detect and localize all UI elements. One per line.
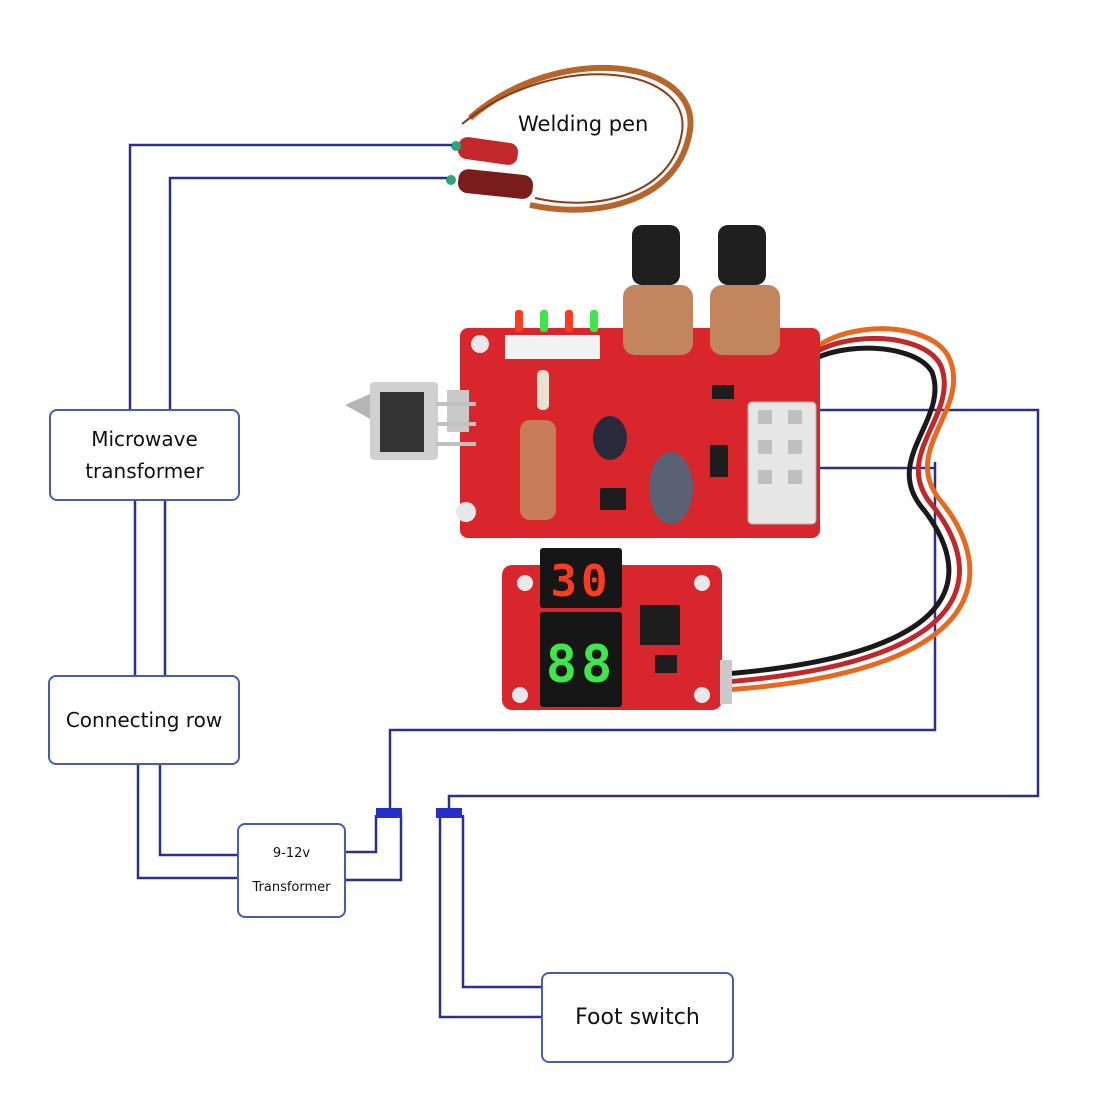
transformer-out-1 bbox=[346, 815, 378, 854]
pen-wire-2 bbox=[168, 176, 447, 409]
welding-pen-label: Welding pen bbox=[518, 112, 649, 136]
display-top bbox=[540, 548, 622, 608]
ribbon-cable bbox=[724, 326, 973, 693]
connecting-row-box: Connecting row bbox=[48, 675, 240, 765]
transformer-box: 9-12v Transformer bbox=[237, 823, 346, 918]
display-top-reading: 30 bbox=[551, 556, 612, 607]
connector-right bbox=[436, 808, 462, 818]
welding-pen bbox=[446, 65, 694, 213]
connecting-row-label: Connecting row bbox=[65, 708, 223, 732]
microwave-label-line2: transformer bbox=[85, 459, 204, 483]
foot-switch-box: Foot switch bbox=[541, 972, 734, 1063]
transformer-in-1 bbox=[158, 765, 237, 857]
control-board bbox=[345, 225, 820, 538]
transformer-in-2 bbox=[136, 765, 237, 880]
foot-switch-label: Foot switch bbox=[575, 1005, 700, 1030]
microwave-transformer-box: Microwave transformer bbox=[49, 409, 240, 501]
transformer-out-2 bbox=[346, 815, 403, 882]
transformer-label-line2: Transformer bbox=[252, 879, 331, 895]
microwave-label-line1: Microwave bbox=[91, 427, 198, 451]
foot-wire-1 bbox=[438, 815, 541, 1019]
transformer-label-line1: 9-12v bbox=[272, 845, 311, 861]
connector-left bbox=[376, 808, 402, 818]
display-bottom-reading: 88 bbox=[546, 635, 617, 695]
display-board: 30 88 bbox=[502, 548, 732, 710]
display-bottom bbox=[540, 612, 622, 707]
foot-wire-2 bbox=[461, 815, 541, 989]
wiring bbox=[128, 143, 1040, 1019]
board-wire-1 bbox=[388, 462, 937, 815]
board-wire-2 bbox=[447, 408, 1040, 815]
pen-wire-1 bbox=[128, 143, 452, 409]
